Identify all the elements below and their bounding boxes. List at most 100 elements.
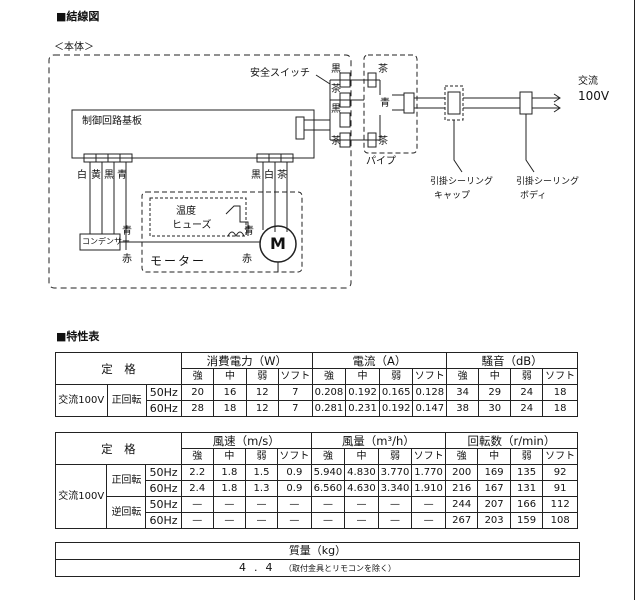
t2-cell: 203 bbox=[477, 512, 511, 529]
t1-level: 強 bbox=[180, 368, 215, 385]
t2-group-speed: 風速（m/s） bbox=[180, 432, 312, 449]
t2-cell: 159 bbox=[509, 512, 544, 529]
pipe-label: パイプ bbox=[366, 156, 396, 167]
t1-cell: 24 bbox=[510, 384, 544, 401]
t1-cell: 0.192 bbox=[378, 400, 414, 417]
pipe-outline bbox=[363, 54, 418, 154]
t1-level: ソフト bbox=[542, 368, 578, 385]
t2-cell: 92 bbox=[542, 464, 578, 481]
t1-cell: 0.147 bbox=[412, 400, 448, 417]
t2-cell: 1.770 bbox=[411, 464, 446, 481]
t2-cell: 166 bbox=[509, 496, 544, 513]
page-edge-divider bbox=[634, 0, 635, 600]
wire-label-black-1: 黒 bbox=[331, 64, 341, 75]
t1-cell: 0.128 bbox=[412, 384, 448, 401]
table-row: 逆回転 50Hz — — — — — — — — 244 207 166 112 bbox=[56, 496, 578, 529]
t2-cell: — bbox=[277, 512, 312, 529]
wire-label-white-r: 白 bbox=[264, 170, 274, 181]
table-row: 60Hz 2.4 1.8 1.3 0.9 6.560 4.630 3.340 1… bbox=[56, 480, 578, 497]
t2-cell: — bbox=[344, 496, 379, 513]
t2-cell: 207 bbox=[477, 496, 511, 513]
t2-cell: 91 bbox=[542, 480, 578, 497]
t2-cell: 6.560 bbox=[310, 480, 346, 497]
spec-table-airflow: 定 格 風速（m/s） 風量（m³/h） 回転数（r/min） 強 中 弱 ソフ… bbox=[54, 432, 579, 529]
t2-cell: — bbox=[212, 512, 246, 529]
safety-switch-label: 安全スイッチ bbox=[250, 68, 310, 79]
t2-level: 強 bbox=[310, 448, 346, 465]
t1-cell: 0.281 bbox=[311, 400, 347, 417]
t1-level: 中 bbox=[345, 368, 380, 385]
t1-cell: 24 bbox=[510, 400, 544, 417]
t2-level: ソフト bbox=[277, 448, 312, 465]
t1-cell: 0.165 bbox=[378, 384, 414, 401]
t1-level: 弱 bbox=[378, 368, 414, 385]
t2-level: 弱 bbox=[244, 448, 279, 465]
motor-symbol: M bbox=[270, 234, 286, 253]
mass-note: （取付金具とリモコンを除く） bbox=[284, 564, 396, 573]
mass-value: 4.4 bbox=[239, 561, 281, 574]
t2-freq: 60Hz bbox=[145, 480, 182, 497]
t2-cell: — bbox=[411, 496, 446, 513]
t1-level: 強 bbox=[311, 368, 347, 385]
sealing-cap-label-1: 引掛シーリング bbox=[430, 177, 494, 187]
main-body-outline bbox=[48, 54, 352, 289]
t2-level: 中 bbox=[212, 448, 246, 465]
t1-cell: 0.208 bbox=[311, 384, 347, 401]
t1-level: 中 bbox=[213, 368, 247, 385]
spec-table-power: 定 格 消費電力（W） 電流（A） 騒音（dB） 強 中 弱 ソフト 強 中 弱… bbox=[55, 352, 578, 417]
table-row: 60Hz — — — — — — — — 267 203 159 108 bbox=[56, 512, 578, 529]
mass-box: 質量（kg） 4.4 （取付金具とリモコンを除く） bbox=[55, 542, 580, 577]
t1-cell: 12 bbox=[245, 400, 279, 417]
thermal-fuse-label-2: ヒューズ bbox=[172, 220, 212, 231]
t2-cell: — bbox=[411, 512, 446, 529]
t2-cell: — bbox=[180, 496, 214, 513]
motor-outline bbox=[141, 191, 303, 273]
t2-cell: 1.8 bbox=[212, 480, 246, 497]
wire-label-yellow-l: 黄 bbox=[91, 170, 101, 181]
table-row: 60Hz 28 18 12 7 0.281 0.231 0.192 0.147 … bbox=[56, 400, 578, 417]
t1-voltage: 交流100V bbox=[55, 384, 108, 417]
table-row: 交流100V 正回転 50Hz 20 16 12 7 0.208 0.192 0… bbox=[55, 384, 578, 417]
t2-voltage: 交流100V bbox=[54, 464, 108, 529]
t2-rating-header: 定 格 bbox=[55, 432, 182, 465]
t2-cell: 2.4 bbox=[180, 480, 214, 497]
wire-label-black-l: 黒 bbox=[104, 170, 114, 181]
thermal-fuse-outline bbox=[149, 197, 247, 237]
t2-cell: 169 bbox=[477, 464, 511, 481]
sealing-body bbox=[519, 91, 533, 115]
t2-cell: 1.5 bbox=[244, 464, 279, 481]
wire-label-black-2: 黒 bbox=[331, 104, 341, 115]
t2-cell: 131 bbox=[509, 480, 544, 497]
t2-cell: — bbox=[244, 512, 279, 529]
t2-cell: 2.2 bbox=[180, 464, 214, 481]
wire-label-red-cap: 赤 bbox=[122, 254, 132, 265]
wiring-section-title: ■結線図 bbox=[56, 10, 100, 23]
t2-freq: 60Hz bbox=[145, 512, 182, 529]
t2-cell: — bbox=[244, 496, 279, 513]
mass-label: 質量（kg） bbox=[56, 543, 579, 560]
voltage-label: 100V bbox=[578, 89, 610, 103]
t2-forward: 正回転 bbox=[106, 464, 147, 497]
t1-cell: 18 bbox=[542, 400, 578, 417]
thermal-fuse-label-1: 温度 bbox=[176, 206, 196, 217]
characteristics-section-title: ■特性表 bbox=[56, 330, 100, 343]
t1-level: 弱 bbox=[245, 368, 279, 385]
t2-cell: 3.770 bbox=[377, 464, 413, 481]
board-label: 制御回路基板 bbox=[82, 116, 142, 127]
t2-cell: — bbox=[310, 496, 346, 513]
t2-freq: 50Hz bbox=[145, 464, 182, 481]
t1-cell: 18 bbox=[542, 384, 578, 401]
t1-group-noise: 騒音（dB） bbox=[446, 352, 578, 369]
t1-level: 弱 bbox=[510, 368, 544, 385]
t2-cell: 5.940 bbox=[310, 464, 346, 481]
t2-cell: 112 bbox=[542, 496, 578, 513]
t2-cell: 267 bbox=[444, 512, 479, 529]
t1-cell: 38 bbox=[446, 400, 480, 417]
table-row: 交流100V 正回転 50Hz 2.2 1.8 1.5 0.9 5.940 4.… bbox=[54, 464, 578, 529]
t1-cell: 7 bbox=[277, 400, 313, 417]
wire-label-blue-l: 青 bbox=[117, 170, 127, 181]
t1-cell: 0.192 bbox=[345, 384, 380, 401]
t2-cell: 1.8 bbox=[212, 464, 246, 481]
sealing-cap-label-2: キャップ bbox=[434, 191, 471, 201]
t1-cell: 30 bbox=[478, 400, 512, 417]
